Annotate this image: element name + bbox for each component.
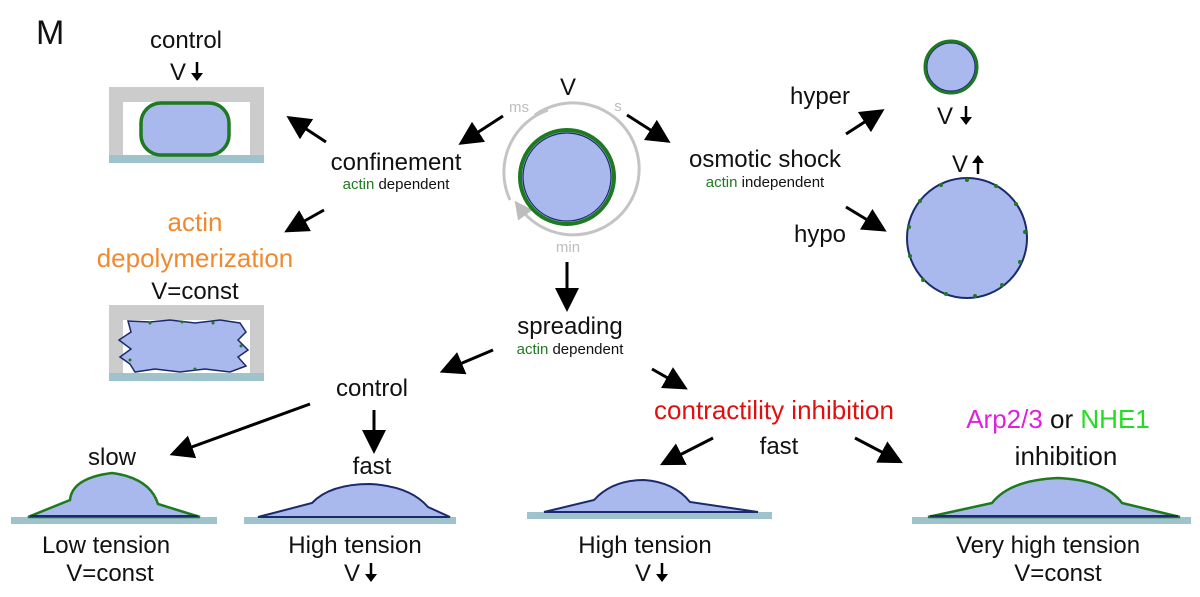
fast-cell: [257, 482, 451, 518]
arrow-to-slow: [169, 402, 311, 459]
contractility-volume: V: [635, 560, 651, 587]
fast-tension: High tension: [288, 532, 421, 559]
fast-label: fast: [353, 453, 392, 480]
arrow-to-hypo: [845, 205, 887, 232]
up-arrow-glyph: [972, 155, 984, 174]
arrow-to-hyper: [845, 109, 885, 136]
down-arrow-glyph: [656, 563, 668, 582]
substrate-slow: [11, 517, 217, 524]
actin-dots-depol: [128, 320, 243, 371]
center-cell: [518, 128, 616, 226]
substrate-fast: [244, 517, 456, 524]
confined-control-label: control: [150, 27, 222, 54]
down-arrow-glyph: [960, 106, 972, 125]
actin-depol-line1: actin: [168, 207, 223, 237]
time-s-label: s: [614, 98, 622, 115]
actin-depol-volume: V=const: [151, 278, 239, 305]
time-min-label: min: [556, 239, 580, 256]
substrate-very-high: [912, 517, 1191, 524]
fast-volume: V: [344, 560, 360, 587]
arrow-to-contractility: [651, 367, 688, 390]
arrow-to-osmotic: [626, 113, 671, 143]
nhe-label: NHE1: [1080, 404, 1149, 434]
osmotic-sub-actin: actin: [706, 174, 738, 191]
contractility-cell: [543, 478, 759, 513]
hyper-label: hyper: [790, 83, 850, 110]
spreading-sub: actin dependent: [517, 341, 625, 358]
center-volume-label: V: [560, 74, 576, 101]
contractility-tension: High tension: [578, 532, 711, 559]
arrow-to-confinement: [458, 114, 504, 145]
time-cycle-arc-left: [502, 108, 549, 201]
contractility-label: contractility inhibition: [654, 395, 894, 425]
very-high-cell: [927, 476, 1181, 519]
arrow-to-spread-control: [439, 348, 494, 375]
slow-label: slow: [88, 444, 137, 471]
osmotic-label: osmotic shock: [689, 146, 842, 173]
slow-tension: Low tension: [42, 532, 170, 559]
center-cell-membrane: [522, 132, 612, 222]
confinement-sub-rest: dependent: [374, 176, 450, 193]
very-high-volume: V=const: [1014, 560, 1102, 587]
down-arrow-glyph: [365, 563, 377, 582]
hypo-label: hypo: [794, 221, 846, 248]
confined-cell: [139, 101, 231, 157]
confiner-control: [109, 87, 264, 163]
osmotic-sub: actin independent: [706, 174, 825, 191]
arrow-to-actin-depol: [284, 208, 325, 233]
very-high-tension: Very high tension: [956, 532, 1140, 559]
confinement-sub: actin dependent: [343, 176, 451, 193]
slow-volume: V=const: [66, 560, 154, 587]
arp-label: Arp2/3: [966, 404, 1043, 434]
confined-control-volume: V: [170, 59, 186, 86]
time-cycle-arc: [514, 101, 641, 237]
actin-depol-line2: depolymerization: [97, 243, 294, 273]
spreading-sub-actin: actin: [517, 341, 549, 358]
osmotic-sub-rest: independent: [737, 174, 825, 191]
hyper-cell-membrane: [926, 42, 976, 92]
arrow-to-confined-control: [286, 116, 327, 144]
panel-letter: M: [36, 14, 64, 52]
time-ms-label: ms: [509, 99, 529, 116]
or-label: or: [1043, 404, 1081, 434]
hypo-volume: V: [952, 151, 968, 178]
confinement-sub-actin: actin: [343, 176, 375, 193]
substrate-contractility: [527, 512, 772, 519]
spread-control-label: control: [336, 375, 408, 402]
arp-nhe-label: Arp2/3 or NHE1: [966, 404, 1150, 434]
arrow-to-very-high: [854, 436, 903, 464]
actin-dots-hypo: [907, 178, 1027, 298]
spreading-sub-rest: dependent: [548, 341, 624, 358]
depolymerized-cell: [117, 319, 250, 373]
slow-cell: [27, 471, 201, 519]
arrow-to-contractility-cell: [659, 436, 714, 466]
confinement-label: confinement: [331, 149, 462, 176]
contractility-fast: fast: [760, 433, 799, 460]
hyper-volume: V: [937, 103, 953, 130]
hyper-cell: [923, 39, 979, 95]
down-arrow-glyph: [191, 62, 203, 81]
center-cell-group: V ms s min: [502, 74, 641, 256]
spreading-label: spreading: [517, 313, 622, 340]
inhibition-label: inhibition: [1015, 441, 1118, 471]
